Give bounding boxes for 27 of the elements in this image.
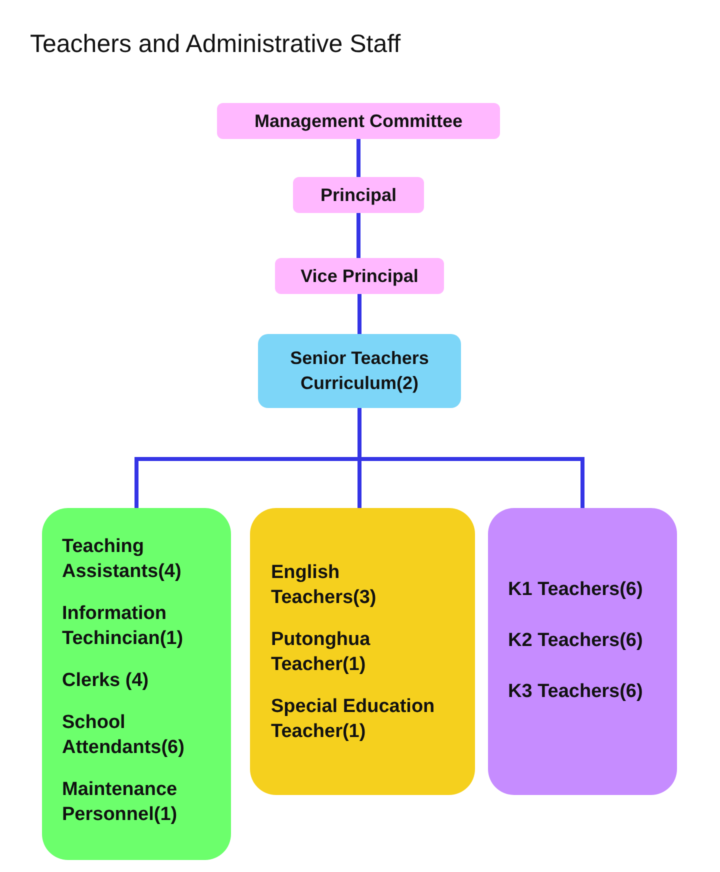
role-box <box>293 177 424 213</box>
staff-role-text: School Attendants(6) <box>62 711 186 760</box>
connector-line <box>358 294 362 334</box>
role-title: Principal <box>320 184 397 207</box>
connector-line <box>358 408 584 508</box>
staff-role-text: English Teachers(3) <box>271 561 378 610</box>
staff-role-text: Teaching Assistants(4) <box>62 535 182 584</box>
staff-group-box <box>488 508 677 795</box>
role-box <box>217 103 500 139</box>
staff-role-text: Information Techincian(1) <box>62 602 184 651</box>
staff-role-text: K1 Teachers(6) <box>508 578 643 602</box>
role-title: Senior Teachers Curriculum(2) <box>289 347 430 395</box>
role-box <box>275 258 444 294</box>
role-title: Vice Principal <box>300 264 418 288</box>
staff-role-text: K3 Teachers(6) <box>508 680 643 704</box>
staff-role-text: Clerks (4) <box>62 669 149 693</box>
role-title: Management Committee <box>254 110 463 133</box>
connector-line <box>356 139 360 177</box>
diagram-title: Teachers and Administrative Staff <box>30 30 401 59</box>
staff-role-text: Special Education Teacher(1) <box>271 695 436 744</box>
staff-group-box <box>42 508 231 860</box>
role-box <box>258 334 461 408</box>
connector-line <box>356 213 360 258</box>
staff-role-text: Maintenance Personnel(1) <box>62 778 178 827</box>
staff-role-text: K2 Teachers(6) <box>508 629 643 653</box>
staff-group-box <box>250 508 475 795</box>
staff-role-text: Putonghua Teacher(1) <box>271 628 372 677</box>
